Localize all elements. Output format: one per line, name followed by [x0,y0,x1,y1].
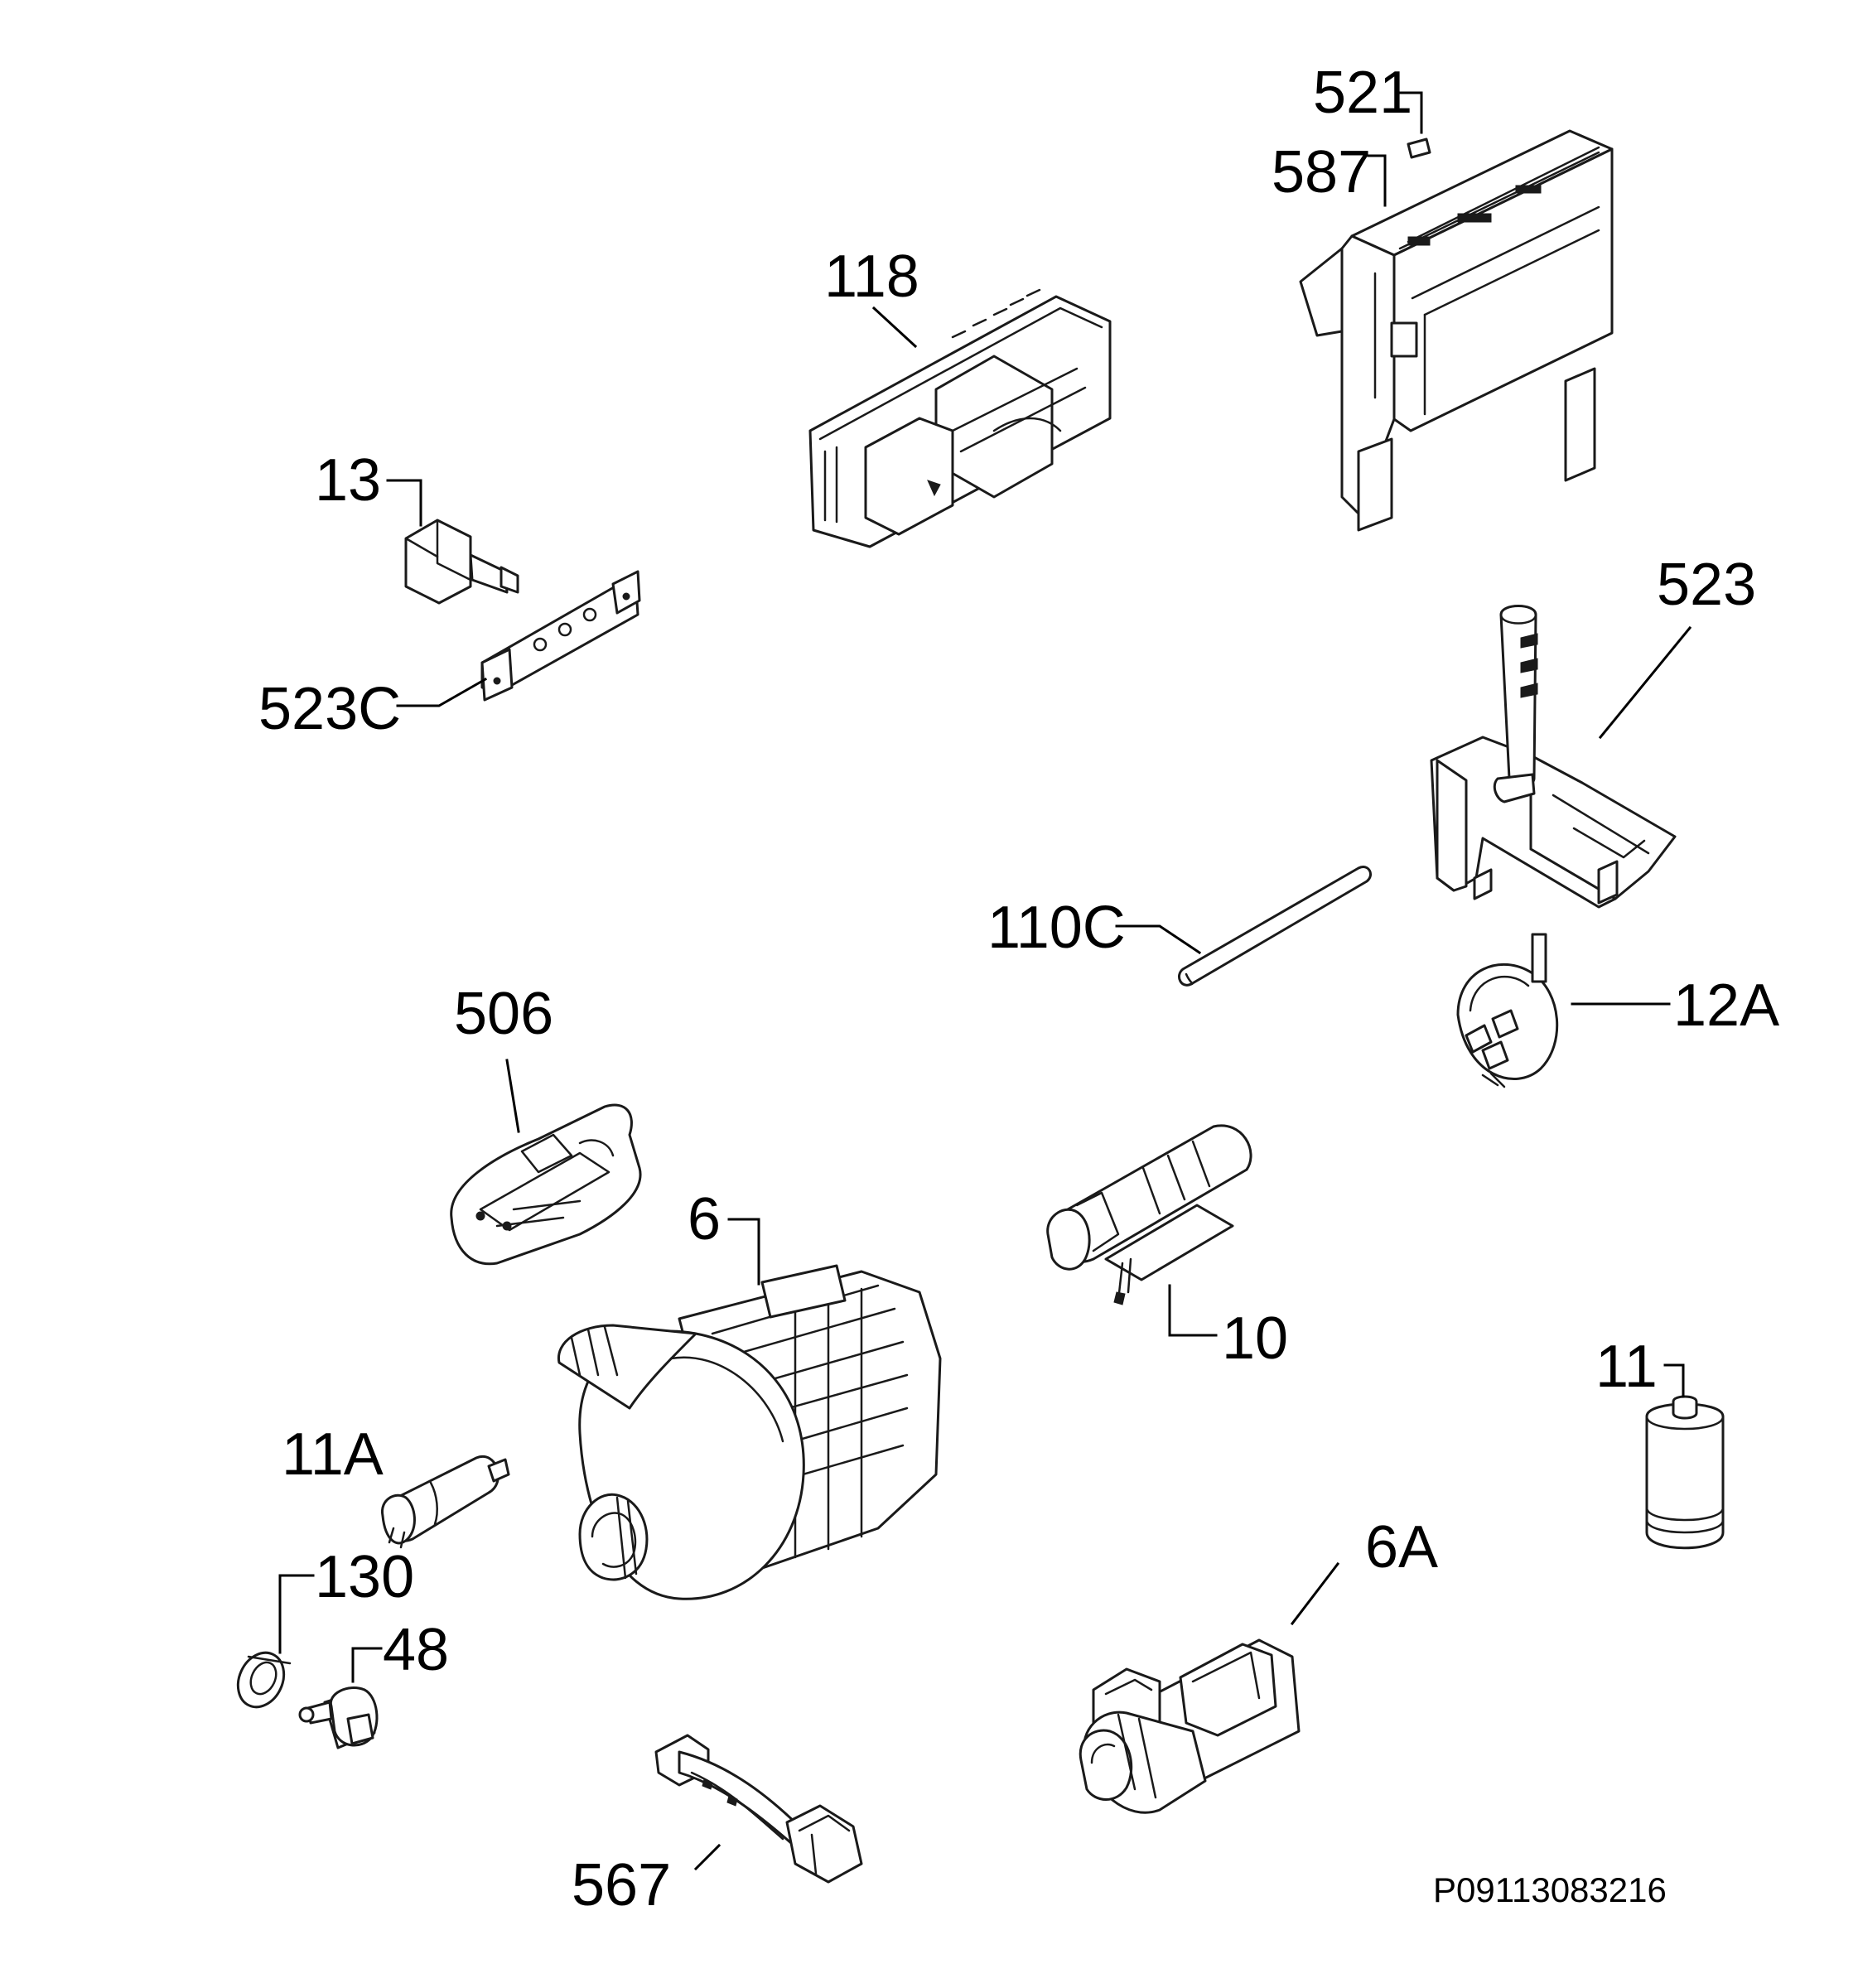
callout-587: 587 [1272,139,1387,207]
label-11: 11 [1595,1334,1658,1400]
part-523-pressure-bracket [1430,605,1677,909]
callout-48: 48 [351,1617,449,1683]
label-13: 13 [315,447,381,514]
label-118: 118 [824,244,919,310]
label-567: 567 [572,1852,671,1918]
part-523c-bracket [480,570,641,702]
part-11-capacitor [1645,1395,1725,1550]
label-506: 506 [454,981,553,1047]
label-10: 10 [1222,1305,1288,1372]
label-521: 521 [1313,60,1412,126]
label-48: 48 [383,1617,449,1683]
callout-6a: 6A [1290,1514,1438,1626]
label-523c: 523C [258,676,401,742]
part-110c-hose [1178,866,1372,987]
part-506-cover [450,1103,642,1266]
label-523: 523 [1657,552,1756,618]
part-11a-capacitor [381,1455,510,1549]
part-587-control-module [1299,129,1614,532]
callout-110c: 110C [987,895,1202,961]
callout-12a: 12A [1571,972,1779,1039]
part-6-circulation-pump [557,1264,942,1600]
callout-13: 13 [315,447,422,527]
reference-code: P09113083216 [1433,1870,1667,1909]
callout-521: 521 [1313,60,1423,134]
callout-6: 6 [688,1186,760,1286]
part-13-switch [404,519,519,605]
part-521-clip [1407,138,1431,159]
part-118-control-panel [808,288,1112,548]
label-6a: 6A [1365,1514,1438,1580]
part-567-clamp [654,1734,863,1884]
callout-567: 567 [572,1843,721,1918]
part-6a-drain-pump [1079,1638,1301,1814]
callout-11a: 11A [282,1421,384,1488]
label-587: 587 [1272,139,1371,205]
label-110c: 110C [987,895,1126,961]
part-48-plug [298,1686,379,1749]
label-11a: 11A [282,1421,384,1488]
callout-10: 10 [1168,1284,1288,1372]
callout-523c: 523C [258,676,488,742]
part-12a-pressure-switch [1456,933,1559,1088]
callout-130: 130 [278,1544,414,1654]
label-130: 130 [315,1544,414,1610]
callout-118: 118 [824,244,919,349]
part-10-heater [1046,1124,1252,1305]
callout-11: 11 [1595,1334,1685,1400]
callout-523: 523 [1598,552,1756,740]
part-130-seal-ring [236,1651,292,1709]
callout-506: 506 [454,981,553,1133]
label-6: 6 [688,1186,721,1252]
label-12a: 12A [1673,972,1779,1039]
